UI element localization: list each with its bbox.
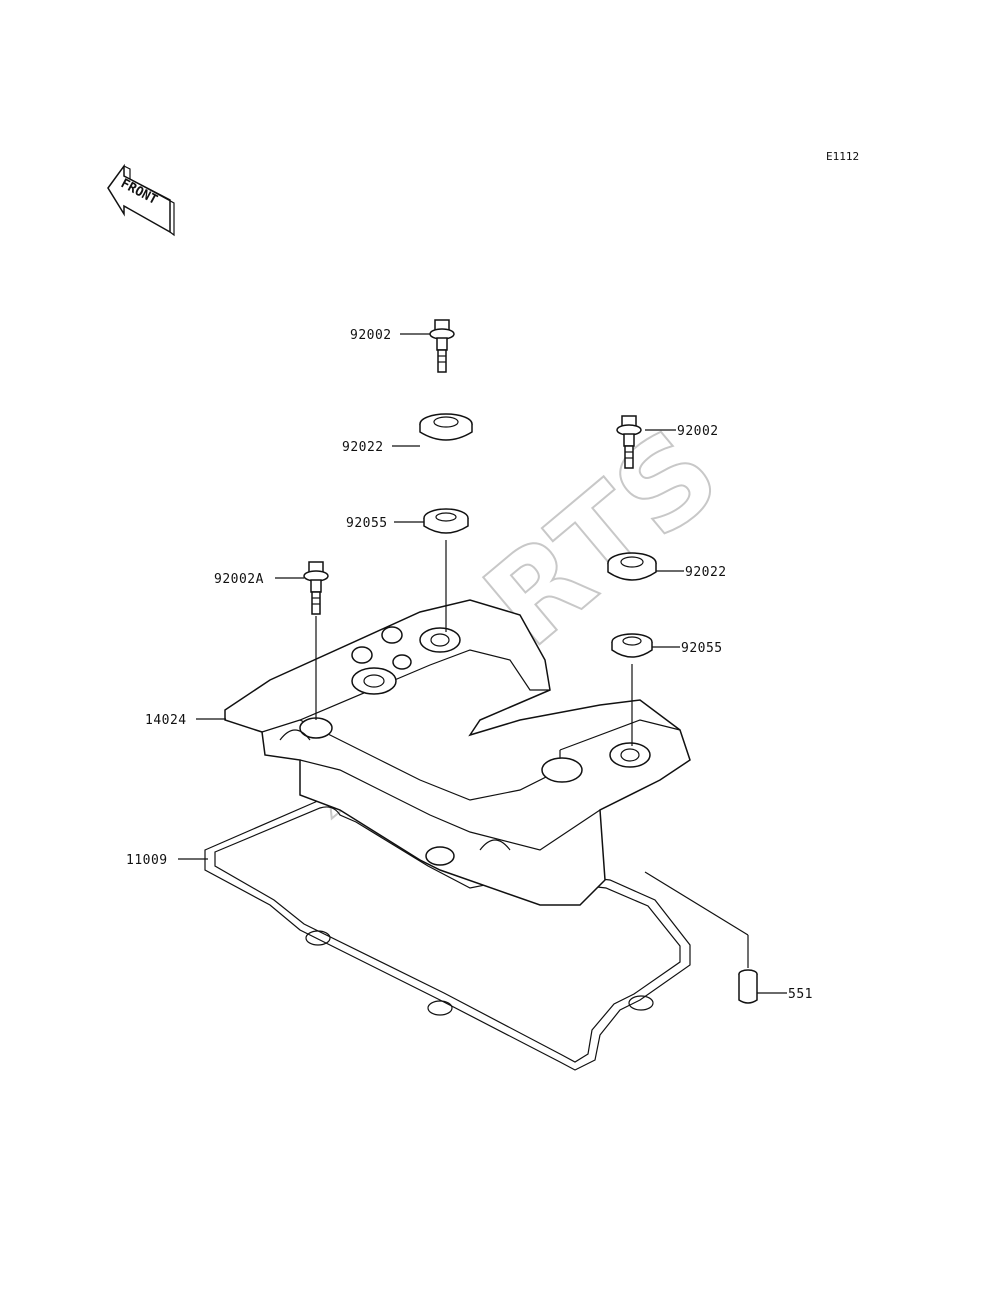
label-gasket: 11009 <box>126 853 168 868</box>
label-bolt-top: 92002 <box>350 328 392 343</box>
label-grommet-top: 92055 <box>346 516 388 531</box>
washer-top <box>419 413 473 441</box>
grommet-right <box>611 633 653 658</box>
bolt-top <box>429 319 455 373</box>
washer-right <box>607 552 657 581</box>
label-cover: 14024 <box>145 713 187 728</box>
label-bolt-right: 92002 <box>677 424 719 439</box>
cylinder-head-cover <box>224 599 691 906</box>
label-bolt-a: 92002A <box>214 572 264 587</box>
bolt-a <box>303 561 329 615</box>
reference-code: E1112 <box>826 150 859 163</box>
label-washer-top: 92022 <box>342 440 384 455</box>
grommet-top <box>423 508 469 534</box>
label-plug: 551 <box>788 987 813 1002</box>
label-grommet-right: 92055 <box>681 641 723 656</box>
label-washer-right: 92022 <box>685 565 727 580</box>
front-arrow-icon: FRONT <box>107 163 175 237</box>
bolt-right <box>616 415 642 469</box>
plug <box>738 969 758 1004</box>
